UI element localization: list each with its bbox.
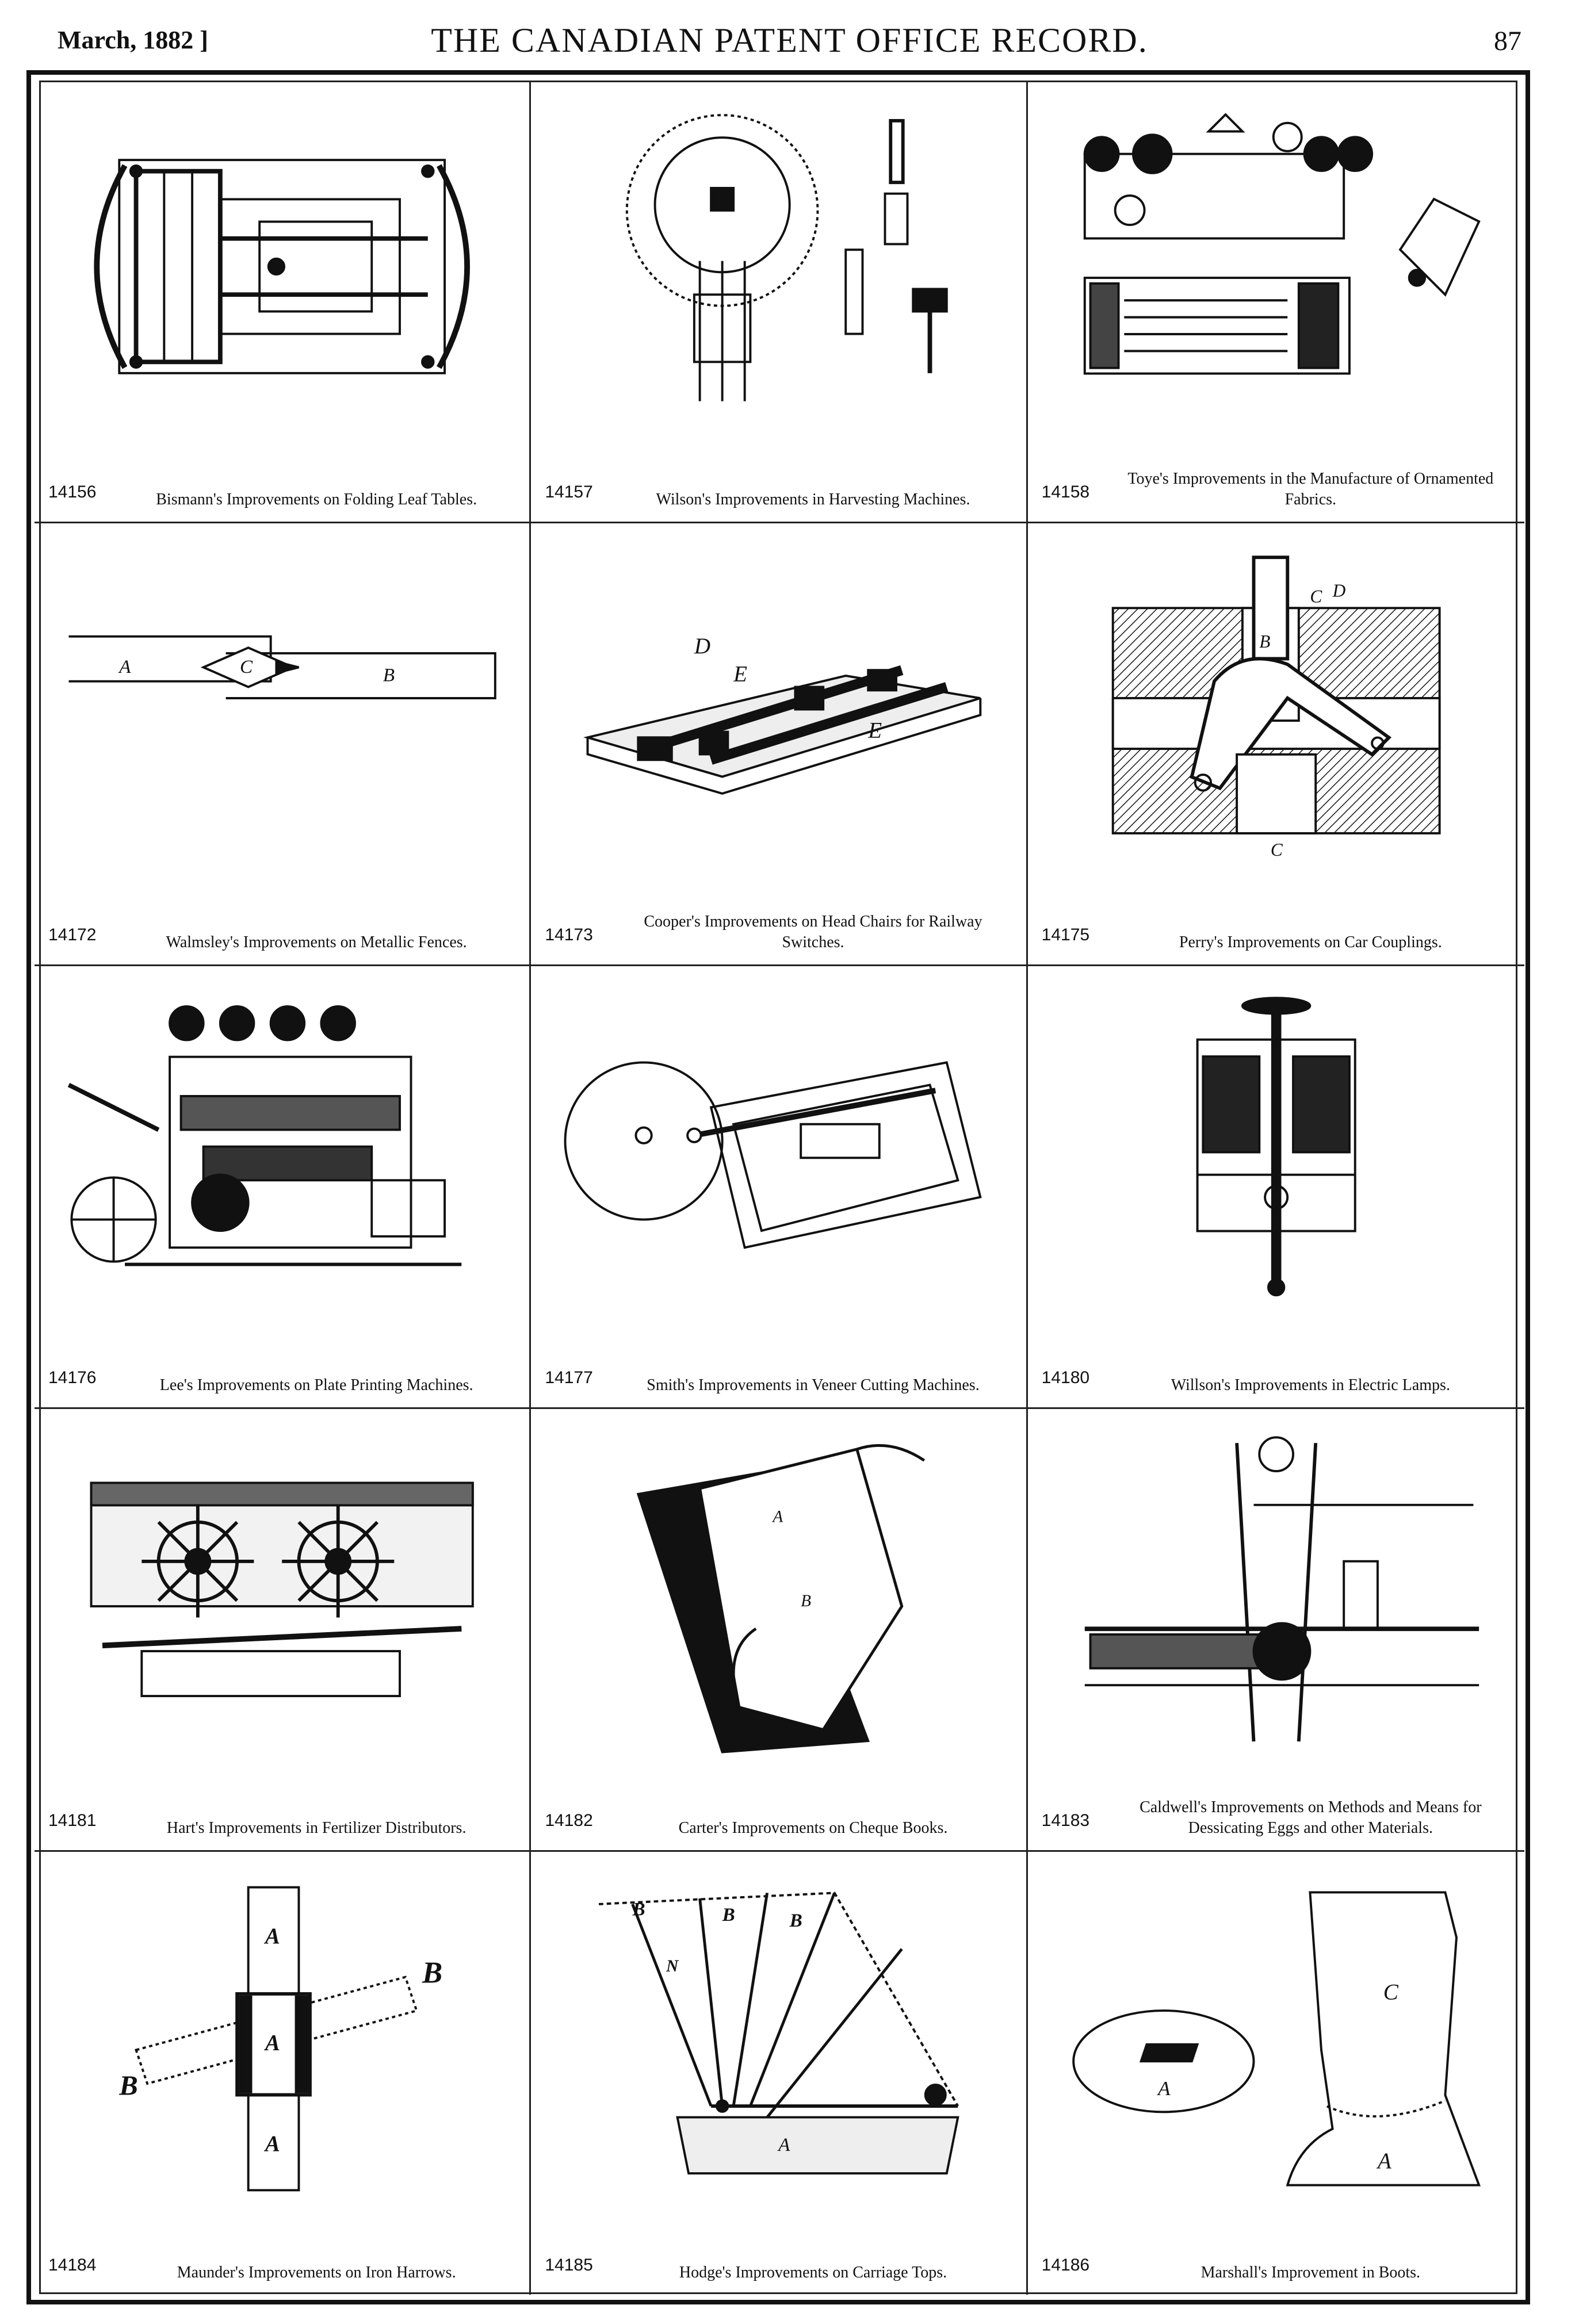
figure-label: C [1310, 586, 1322, 606]
figure-label: D [1332, 581, 1345, 601]
page-frame [26, 70, 1530, 2304]
patent-drawing [554, 983, 1003, 1321]
figure-label: A [263, 2031, 280, 2055]
page-number: 87 [1494, 26, 1521, 56]
figure-label: A [1376, 2149, 1392, 2173]
patent-drawing [58, 98, 506, 435]
patent-number: 14186 [1041, 2256, 1090, 2275]
figure-label: A [263, 2131, 280, 2156]
patent-caption: Toye's Improvements in the Manufacture o… [1127, 470, 1494, 508]
patent-number: 14184 [48, 2256, 97, 2275]
figure-label: A [772, 1508, 783, 1526]
figure-label: B [118, 2070, 138, 2101]
patent-drawing: D E E [554, 541, 1003, 878]
figure-label: E [733, 662, 747, 687]
patent-number: 14177 [545, 1368, 593, 1387]
patent-caption: Wilson's Improvements in Harvesting Mach… [656, 491, 970, 508]
patent-drawing [1051, 98, 1501, 435]
patent-caption: Willson's Improvements in Electric Lamps… [1171, 1376, 1450, 1394]
patent-entry: 14183 Caldwell's Improvements on Methods… [1027, 1409, 1524, 1852]
patent-entry: A C B 14172 Walmsley's Improvements on M… [35, 523, 532, 966]
patent-caption: Perry's Improvements on Car Couplings. [1179, 933, 1442, 951]
patent-entry: B C D C 14175 Perry's Improvements on Ca… [1027, 523, 1524, 966]
figure-label: B [722, 1904, 735, 1925]
patent-drawing: A B [554, 1426, 1003, 1764]
figure-label: B [632, 1898, 645, 1920]
patent-number: 14176 [48, 1368, 97, 1387]
patent-drawing: A A A B B [58, 1869, 506, 2208]
patent-number: 14175 [1041, 925, 1090, 944]
patent-caption: Hodge's Improvements on Carriage Tops. [679, 2264, 947, 2281]
patent-entry: A A A B B 14184 Maunder's Improvements o… [35, 1852, 532, 2295]
patent-caption: Walmsley's Improvements on Metallic Fenc… [166, 933, 467, 951]
patent-number: 14173 [545, 925, 593, 944]
patent-caption: Maunder's Improvements on Iron Harrows. [177, 2264, 456, 2281]
patent-drawing: C A A [1051, 1869, 1501, 2208]
patent-number: 14158 [1041, 483, 1090, 501]
issue-date: March, 1882 ] [58, 26, 208, 54]
patent-drawing: B C D C [1051, 541, 1501, 878]
patent-entry: 14181 Hart's Improvements in Fertilizer … [35, 1409, 532, 1852]
figure-label: C [1271, 840, 1283, 860]
patent-entry: 14157 Wilson's Improvements in Harvestin… [531, 81, 1028, 523]
patent-caption: Carter's Improvements on Cheque Books. [678, 1819, 948, 1837]
patent-drawing: A C B [58, 541, 506, 878]
patent-drawing [1051, 1426, 1501, 1764]
patent-grid: 14156 Bismann's Improvements on Folding … [35, 81, 1524, 2295]
patent-number: 14157 [545, 483, 593, 501]
figure-label: A [118, 656, 131, 677]
patent-entry: 14177 Smith's Improvements in Veneer Cut… [531, 966, 1028, 1409]
figure-label: B [801, 1592, 812, 1610]
patent-entry: 14158 Toye's Improvements in the Manufac… [1027, 81, 1524, 523]
patent-entry: 14176 Lee's Improvements on Plate Printi… [35, 966, 532, 1409]
patent-caption: Marshall's Improvement in Boots. [1201, 2264, 1421, 2281]
figure-label: N [666, 1957, 679, 1975]
patent-caption: Hart's Improvements in Fertilizer Distri… [166, 1819, 467, 1837]
patent-entry: D E E 14173 Cooper's Improvements on Hea… [531, 523, 1028, 966]
patent-number: 14156 [48, 483, 97, 501]
figure-label: E [868, 718, 882, 742]
patent-drawing [58, 1426, 506, 1764]
patent-number: 14172 [48, 925, 97, 944]
patent-caption: Smith's Improvements in Veneer Cutting M… [647, 1376, 980, 1394]
patent-number: 14182 [545, 1811, 593, 1830]
patent-number: 14185 [545, 2256, 593, 2275]
patent-drawing: B B B N A [554, 1869, 1003, 2208]
patent-caption: Lee's Improvements on Plate Printing Mac… [159, 1376, 473, 1394]
figure-label: C [1383, 1980, 1398, 2004]
patent-entry: A B 14182 Carter's Improvements on Chequ… [531, 1409, 1028, 1852]
patent-drawing [554, 98, 1003, 435]
figure-label: B [789, 1910, 802, 1931]
figure-label: B [422, 1956, 442, 1989]
patent-entry: B B B N A 14185 Hodge's Improvements on … [531, 1852, 1028, 2295]
figure-label: A [1157, 2077, 1171, 2100]
figure-label: B [1259, 631, 1270, 652]
patent-caption: Cooper's Improvements on Head Chairs for… [644, 913, 982, 951]
figure-label: D [694, 634, 710, 658]
patent-caption: Caldwell's Improvements on Methods and M… [1140, 1798, 1482, 1837]
patent-caption: Bismann's Improvements on Folding Leaf T… [156, 491, 477, 508]
patent-entry: 14180 Willson's Improvements in Electric… [1027, 966, 1524, 1409]
figure-label: A [777, 2134, 790, 2155]
figure-label: A [263, 1924, 280, 1948]
patent-number: 14183 [1041, 1811, 1090, 1830]
figure-label: C [240, 656, 253, 677]
patent-entry: 14156 Bismann's Improvements on Folding … [35, 81, 532, 523]
patent-number: 14181 [48, 1811, 97, 1830]
patent-drawing [58, 983, 506, 1321]
patent-entry: C A A 14186 Marshall's Improvement in Bo… [1028, 1852, 1524, 2295]
figure-label: B [383, 665, 395, 686]
publication-title: THE CANADIAN PATENT OFFICE RECORD. [431, 21, 1148, 59]
page-header: March, 1882 ] THE CANADIAN PATENT OFFICE… [58, 17, 1521, 69]
patent-drawing [1051, 983, 1501, 1321]
patent-number: 14180 [1041, 1368, 1090, 1387]
